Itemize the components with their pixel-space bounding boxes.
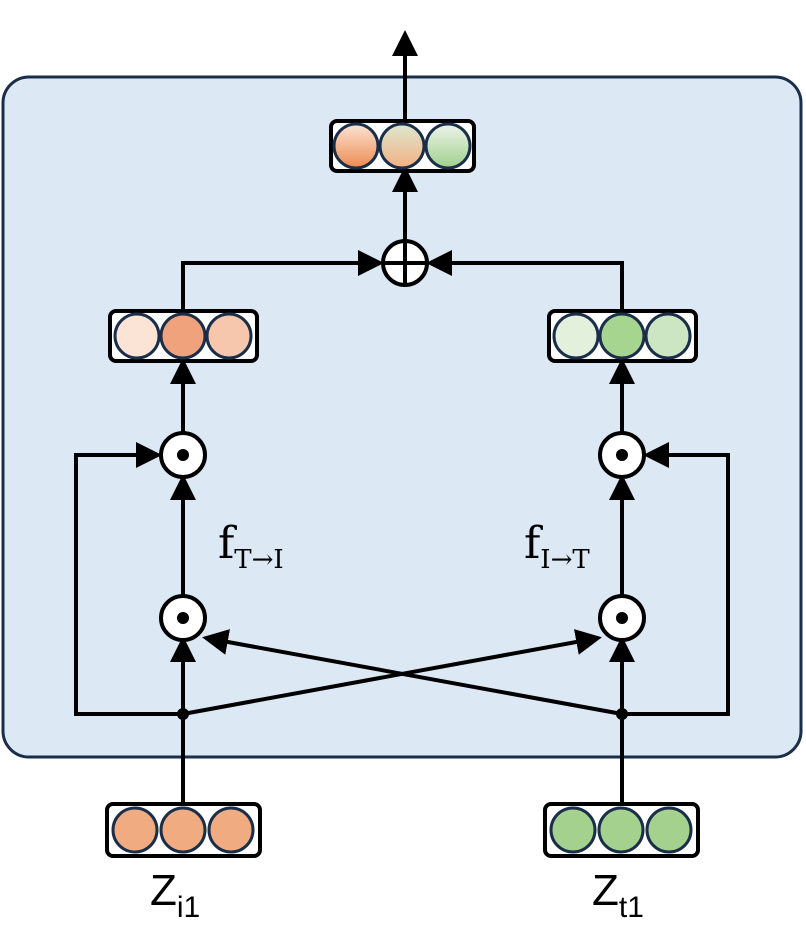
function-label-image-to-text: fI→T: [524, 518, 590, 575]
right-upper-multiply-operator: [598, 431, 646, 479]
image-junction-dot: [177, 708, 189, 720]
text-to-image-cross: [202, 629, 623, 716]
image-input-vector: [105, 802, 262, 858]
connections: [74, 30, 730, 830]
add-operator: [381, 239, 429, 287]
function-label-text-to-image: fT→I: [218, 518, 284, 575]
output-fused-vector: [329, 119, 476, 173]
fusion-block: [1, 75, 803, 759]
image-gated-vector: [108, 309, 259, 363]
image-input-label: Zi1: [150, 866, 200, 924]
text-gated-vector: [547, 309, 698, 363]
left-to-sum-arrow: [181, 250, 384, 310]
text-input-vector: [543, 802, 700, 858]
image-to-text-cross: [182, 629, 602, 716]
text-junction-dot: [616, 708, 628, 720]
image-skip-connection: [74, 442, 183, 716]
right-lower-multiply-operator: [598, 594, 646, 642]
text-input-label: Zt1: [592, 866, 644, 924]
text-skip-connection: [622, 442, 730, 716]
right-to-sum-arrow: [426, 250, 624, 310]
left-lower-multiply-operator: [159, 594, 207, 642]
left-upper-multiply-operator: [159, 431, 207, 479]
